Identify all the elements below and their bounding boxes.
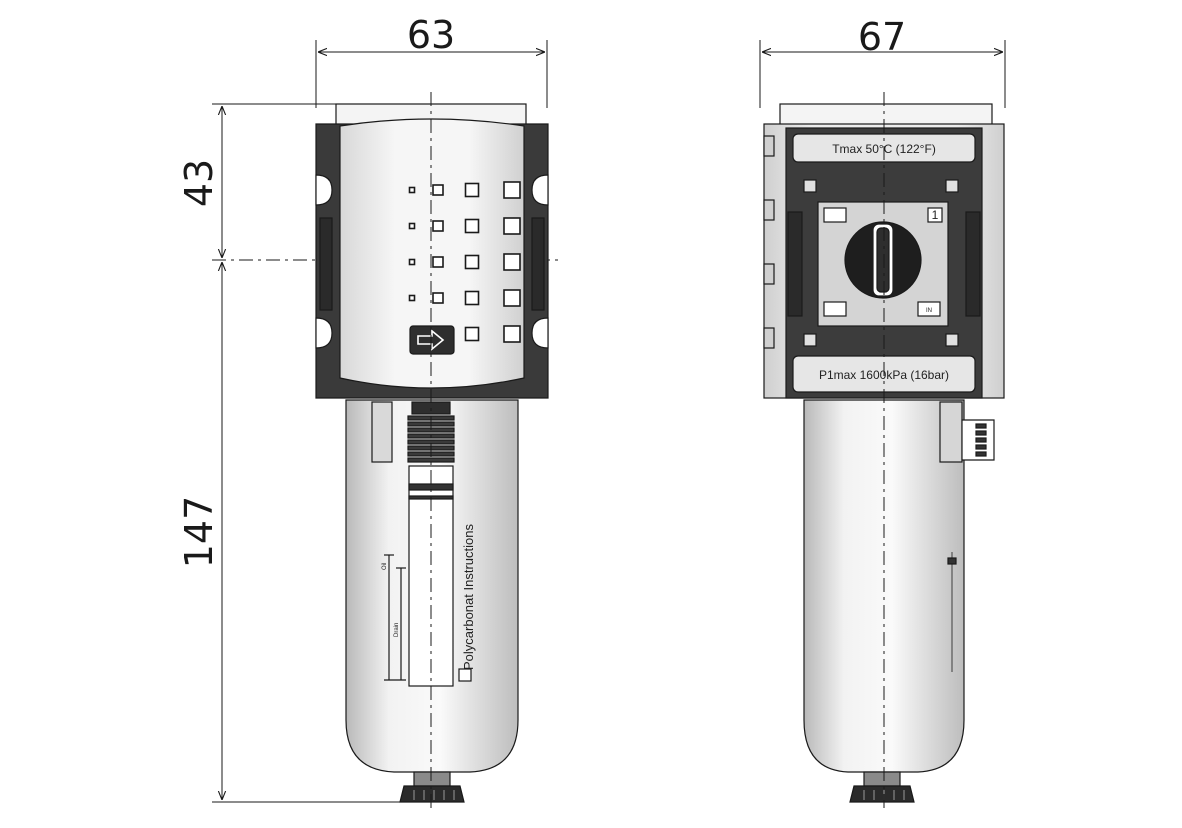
side-width-label: 67: [858, 15, 906, 59]
side-drain-tooth: [975, 437, 987, 443]
bowl-instructions-text: Polycarbonat Instructions: [461, 524, 476, 670]
indicator-square: [432, 292, 444, 304]
side-drain-tooth: [975, 423, 987, 429]
indicator-square: [464, 182, 480, 198]
indicator-square: [408, 186, 416, 194]
indicator-square: [408, 294, 416, 302]
indicator-square: [408, 258, 416, 266]
indicator-square: [503, 289, 521, 307]
indicator-square: [432, 220, 444, 232]
indicator-square: [503, 181, 521, 199]
flow-arrow-icon: [409, 325, 455, 355]
side-drain-tooth: [975, 451, 987, 457]
dimension-lines: [212, 40, 1006, 803]
indicator-square: [503, 253, 521, 271]
indicator-square: [464, 326, 480, 342]
front-drain-knob: [399, 785, 465, 803]
marker-1: 1: [932, 208, 939, 222]
indicator-square: [464, 290, 480, 306]
marker-in: IN: [926, 308, 932, 314]
side-bowl: [803, 399, 995, 803]
front-bowl: [345, 399, 519, 803]
indicator-square: [503, 325, 521, 343]
side-drain-tooth: [975, 444, 987, 450]
indicator-square: [432, 184, 444, 196]
indicator-square: [432, 256, 444, 268]
indicator-square: [464, 254, 480, 270]
front-view: [315, 103, 549, 399]
side-top-cap: [779, 103, 993, 127]
stem-thread-ring: [407, 457, 455, 463]
scale-oil-text: Oil: [382, 563, 388, 570]
indicator-square: [408, 222, 416, 230]
side-drain-knob: [849, 785, 915, 803]
lower-height-label: 147: [177, 496, 221, 569]
side-drain-tooth: [975, 430, 987, 436]
scale-drain-text: Drain: [394, 623, 400, 637]
side-drain-teeth: [975, 423, 987, 457]
indicator-square: [464, 218, 480, 234]
front-width-label: 63: [407, 13, 455, 57]
upper-height-label: 43: [177, 159, 221, 207]
indicator-square: [503, 217, 521, 235]
indicator-squares: [408, 181, 521, 343]
